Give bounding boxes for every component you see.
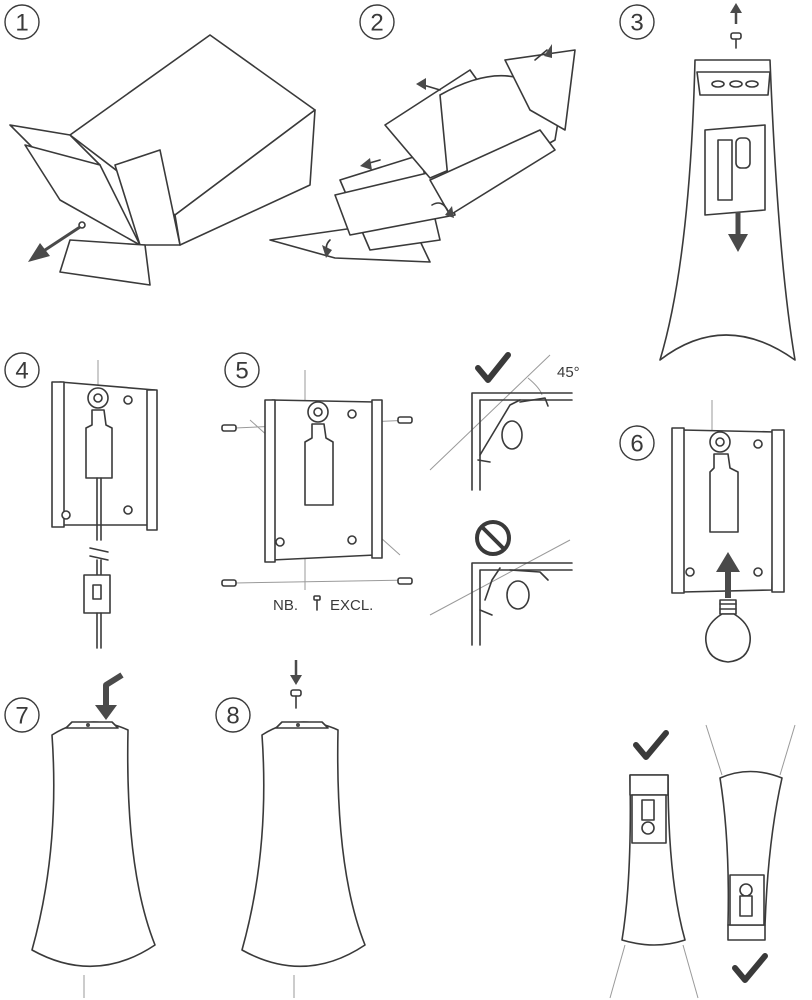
prohibited-icon [475,520,511,556]
screw-icon [221,416,413,587]
step-number-6: 6 [619,425,655,461]
step-3-lamp-shade [659,59,796,361]
bulb-icon [705,599,751,663]
check-icon [633,730,669,760]
svg-text:1: 1 [15,10,28,37]
step-2-unfold-packaging [269,49,576,263]
step-number-7: 7 [4,697,40,733]
step-5-wall-mount [234,370,413,590]
step-number-4: 4 [4,352,40,388]
up-arrow-icon [730,3,742,24]
svg-text:45°: 45° [557,364,580,381]
svg-text:4: 4 [15,358,28,385]
svg-text:3: 3 [630,10,643,37]
screw-icon [313,595,321,611]
step-8-fix-screw [241,721,366,998]
svg-text:6: 6 [630,431,643,458]
orientation-inverted-correct [705,724,796,983]
svg-text:5: 5 [235,358,248,385]
step-number-3: 3 [619,4,655,40]
pull-arrow-icon [28,225,81,262]
check-icon [475,352,511,383]
screw-icon [290,689,302,709]
svg-text:8: 8 [226,703,239,730]
step-7-attach-shade [31,721,156,998]
step-number-5: 5 [224,352,260,388]
down-arrow-icon [290,660,302,685]
step-number-2: 2 [359,4,395,40]
orientation-upright-correct [609,730,699,999]
up-arrow-icon [716,552,740,598]
step-4-bracket [51,360,158,649]
svg-text:NB.: NB. [273,597,298,614]
bent-arrow-icon [95,672,124,720]
note-not-included: NB. EXCL. [273,595,373,614]
step-number-1: 1 [4,4,40,40]
fold-arrows-icon [322,44,552,258]
incorrect-angle-detail [429,520,573,646]
svg-text:2: 2 [370,10,383,37]
down-arrow-icon [728,212,748,252]
correct-angle-detail: 45° [429,352,580,491]
svg-text:7: 7 [15,703,28,730]
screw-icon [730,32,742,49]
step-1-open-box [9,34,316,286]
check-icon [732,953,768,983]
step-number-8: 8 [215,697,251,733]
svg-text:EXCL.: EXCL. [330,597,373,614]
